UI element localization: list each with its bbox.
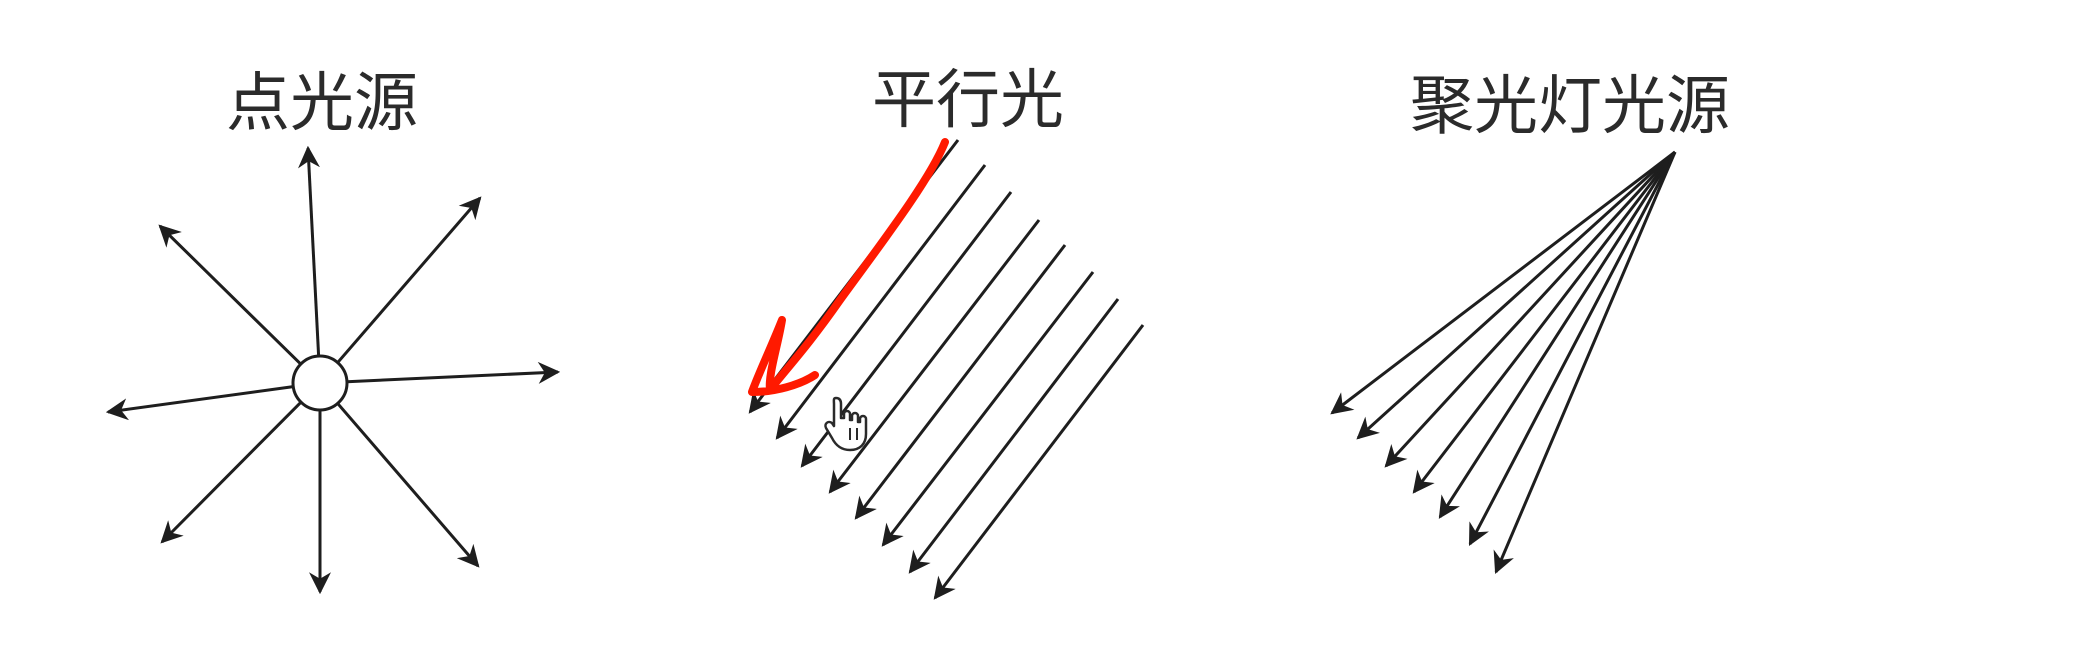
spot-light-ray	[1468, 151, 1677, 546]
spot-light-ray	[1412, 151, 1677, 494]
parallel-light-ray	[775, 164, 987, 440]
parallel-light-ray	[908, 298, 1120, 574]
spot-light-ray	[1493, 151, 1677, 575]
spot-light-ray	[1330, 150, 1676, 415]
point-light-ray	[298, 145, 321, 357]
point-light-ray	[105, 385, 294, 421]
point-light-ray	[158, 224, 302, 366]
hand-pointer-icon	[824, 396, 868, 452]
point-light-rays	[105, 145, 561, 595]
spot-light-ray	[1384, 150, 1677, 468]
point-light-source	[291, 354, 349, 412]
spot-light-ray	[1356, 150, 1677, 440]
red-annotation-arrow	[748, 138, 949, 396]
parallel-light-ray	[881, 271, 1095, 547]
parallel-light-ray	[854, 244, 1067, 520]
spot-light-ray	[1438, 151, 1677, 519]
parallel-light-ray	[828, 219, 1041, 494]
point-light-title: 点光源	[226, 67, 418, 141]
parallel-light-title: 平行光	[872, 64, 1064, 138]
point-light-ray	[336, 196, 482, 364]
parallel-light-rays	[748, 139, 1145, 600]
point-light-ray	[160, 401, 303, 544]
point-light-ray	[346, 361, 561, 384]
spot-light-title: 聚光灯光源	[1410, 70, 1730, 144]
parallel-light-ray	[933, 324, 1145, 600]
point-light-ray	[336, 402, 480, 568]
spot-light-rays	[1330, 150, 1677, 575]
